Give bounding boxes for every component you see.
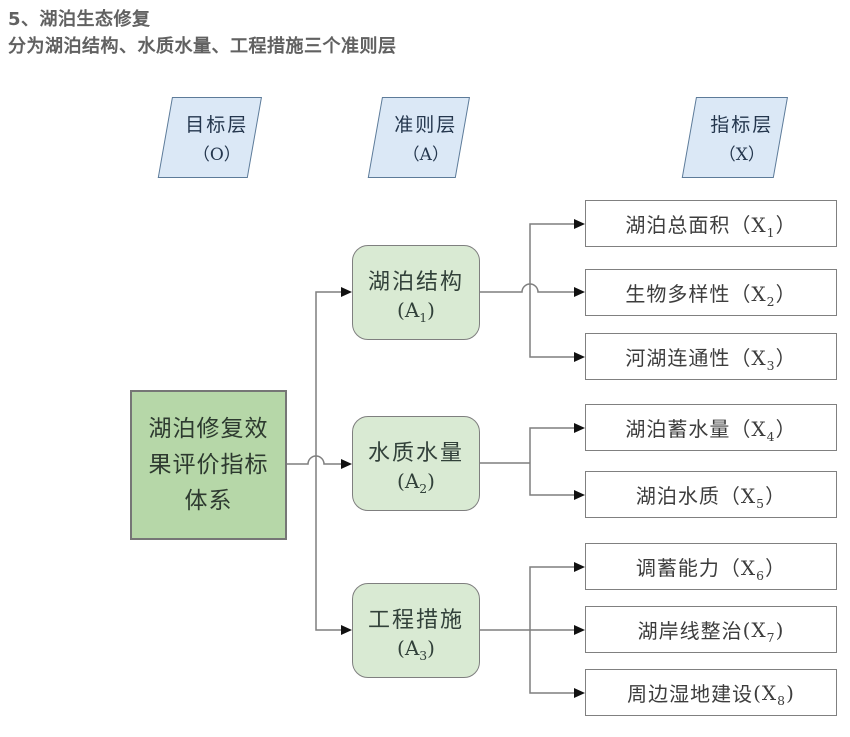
- criterion-box: 湖泊结构 (A1): [352, 245, 480, 340]
- layer-header-label: 指标层: [710, 114, 774, 136]
- layer-header-criteria: 准则层 （A）: [367, 97, 470, 178]
- criterion-box: 水质水量 (A2): [352, 416, 480, 511]
- criterion-box: 工程措施 (A3): [352, 583, 480, 678]
- criterion-code: (A1): [397, 297, 435, 325]
- layer-header-label: 准则层: [394, 114, 458, 136]
- indicator-label: 生物多样性: [625, 282, 731, 306]
- goal-box: 湖泊修复效 果评价指标 体系: [130, 390, 287, 540]
- criteria-trunk-line: [315, 291, 341, 631]
- arrowhead: [574, 490, 585, 500]
- indicator-label: 河湖连通性: [625, 346, 731, 370]
- indicator-code: （X4）: [730, 417, 797, 444]
- layer-header-code: （A）: [402, 145, 449, 165]
- page-subtitle: 分为湖泊结构、水质水量、工程措施三个准则层: [8, 36, 397, 57]
- arrowhead: [574, 352, 585, 362]
- indicator-code: (X8): [753, 680, 795, 708]
- criterion-label: 水质水量: [367, 440, 464, 466]
- arrowhead: [574, 287, 585, 297]
- indicator-label: 调蓄能力: [635, 556, 720, 580]
- arrowhead: [341, 625, 352, 635]
- indicator-box: 湖泊总面积（X1）: [585, 200, 837, 247]
- indicator-box: 河湖连通性（X3）: [585, 333, 837, 380]
- arrowhead: [574, 625, 585, 635]
- indicator-code: (X7): [742, 617, 785, 645]
- indicator-box: 湖岸线整治(X7): [585, 606, 837, 653]
- layer-header-code: （X）: [718, 145, 765, 165]
- arrowhead: [574, 688, 585, 698]
- indicator-box: 生物多样性（X2）: [585, 269, 837, 316]
- layer-header-code: （O）: [192, 145, 241, 165]
- arrowhead: [574, 219, 585, 229]
- criterion-code: (A2): [397, 468, 435, 496]
- indicator-code: （X1）: [730, 213, 797, 240]
- indicator-code: （X6）: [719, 556, 787, 583]
- indicator-box: 湖泊蓄水量（X4）: [585, 404, 837, 451]
- indicator-label: 湖泊水质: [635, 484, 720, 508]
- indicator-label: 湖泊蓄水量: [625, 417, 731, 441]
- indicator-box: 湖泊水质（X5）: [585, 471, 837, 518]
- arrowhead: [574, 423, 585, 433]
- criterion-label: 工程措施: [367, 607, 464, 633]
- indicator-label: 湖岸线整治: [637, 619, 743, 643]
- criterion-label: 湖泊结构: [367, 269, 464, 295]
- indicator-code: （X2）: [730, 282, 797, 309]
- arrowhead-group: [341, 219, 585, 698]
- criterion-code: (A3): [397, 635, 435, 663]
- indicator-label: 湖泊总面积: [625, 213, 731, 237]
- layer-header-indicator: 指标层 （X）: [681, 97, 788, 178]
- arrowhead: [341, 287, 352, 297]
- a2-branch-line: [529, 427, 574, 496]
- a1-branch-line: [529, 223, 574, 358]
- a3-branch-line: [529, 566, 574, 694]
- layer-header-label: 目标层: [185, 114, 249, 136]
- indicator-code: （X3）: [730, 346, 797, 373]
- a1-input-line: [478, 283, 574, 293]
- indicator-code: （X5）: [719, 484, 787, 511]
- indicator-box: 周边湿地建设(X8): [585, 669, 837, 716]
- arrowhead: [574, 562, 585, 572]
- connector-line-group: [287, 223, 574, 694]
- layer-header-goal: 目标层 （O）: [157, 97, 262, 178]
- arrowhead: [341, 459, 352, 469]
- page-title: 5、湖泊生态修复: [8, 9, 151, 30]
- indicator-box: 调蓄能力（X6）: [585, 543, 837, 590]
- goal-to-criteria-line: [287, 455, 341, 465]
- indicator-label: 周边湿地建设: [627, 682, 754, 706]
